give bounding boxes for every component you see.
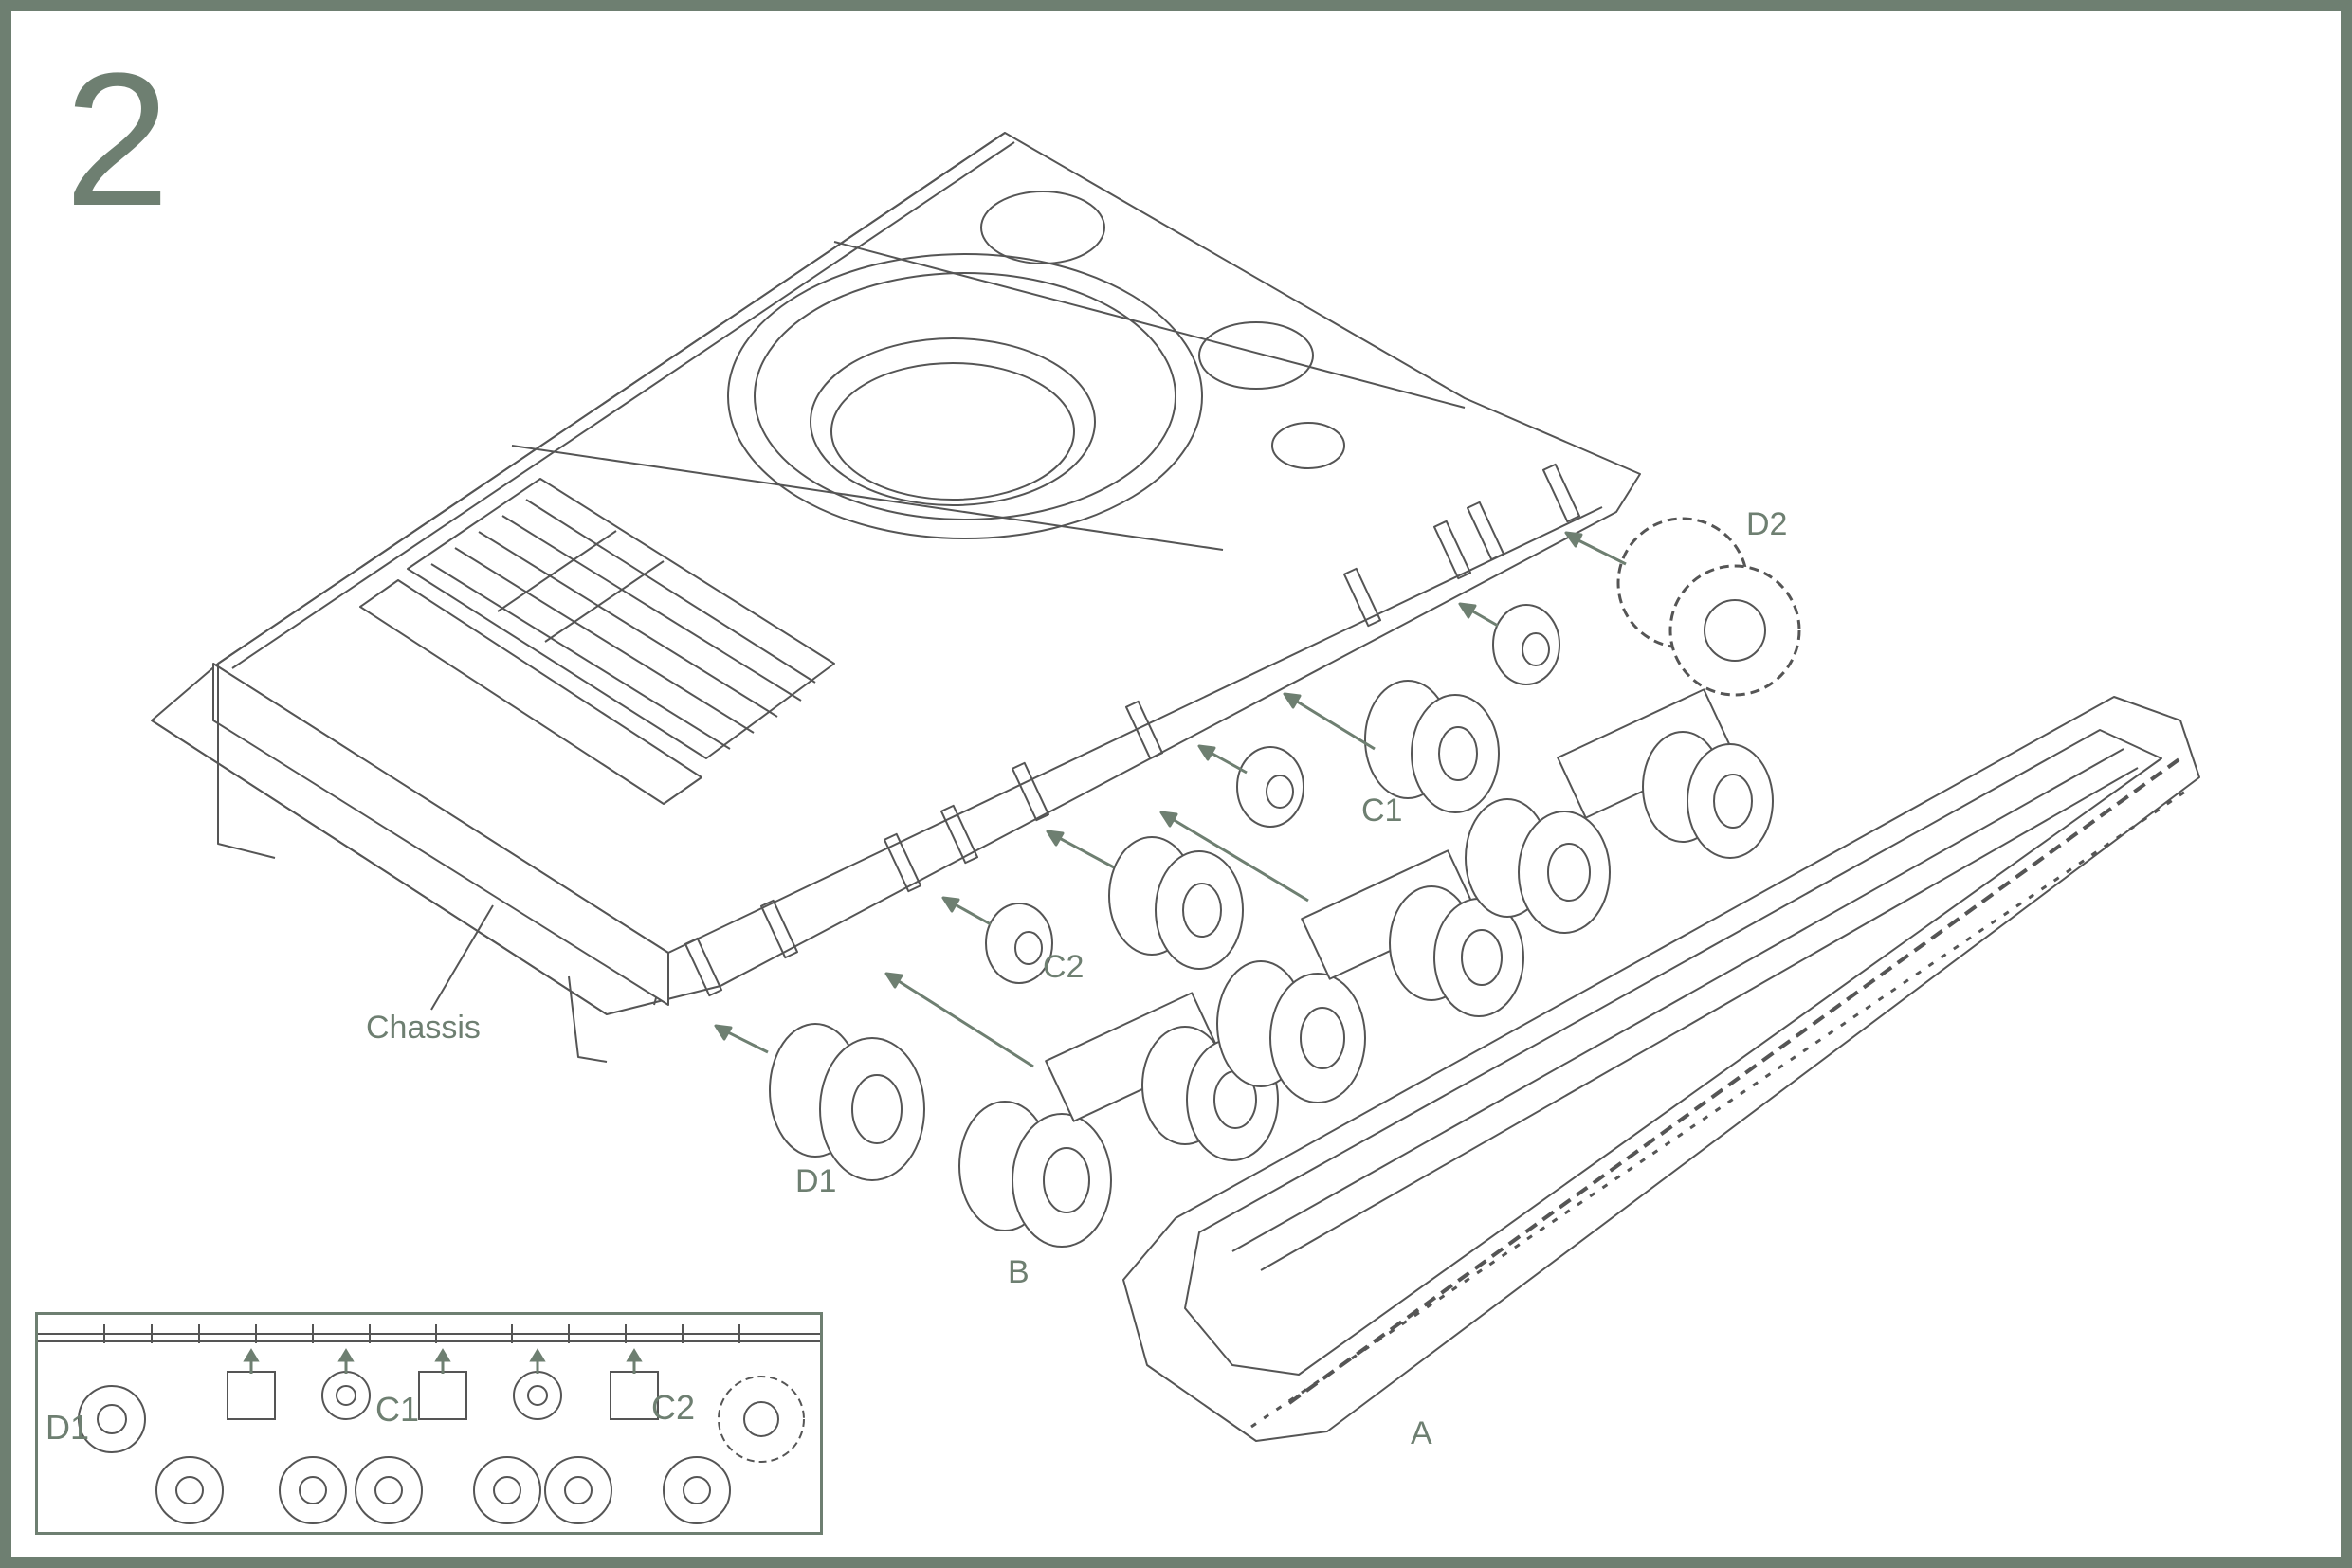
bogie-assembly-middle	[1216, 849, 1524, 1103]
inset-drawing	[38, 1324, 820, 1524]
return-rollers	[985, 604, 1560, 984]
label-c1: C1	[1361, 793, 1403, 829]
bogie-assembly-rear	[958, 992, 1279, 1248]
track-a	[1122, 696, 2200, 1442]
inset-label-d1: D1	[46, 1408, 90, 1447]
assembly-arrows	[714, 531, 1627, 1068]
label-c2: C2	[1043, 949, 1085, 985]
chassis-leader-line	[430, 904, 494, 1011]
step-number: 2	[64, 34, 171, 246]
label-d1: D1	[795, 1163, 837, 1199]
detail-inset: D1 C1 C2	[35, 1312, 823, 1535]
inset-label-c2: C2	[651, 1388, 696, 1427]
inset-label-c1: C1	[375, 1390, 420, 1429]
label-d2: D2	[1746, 506, 1788, 542]
part-d1-idler	[769, 1023, 925, 1181]
part-d2-sprocket	[1616, 517, 1801, 697]
label-chassis: Chassis	[366, 1010, 481, 1046]
label-b: B	[1008, 1254, 1030, 1290]
chassis-hull	[151, 132, 1641, 1063]
bogie-assembly-front	[1465, 688, 1774, 934]
label-a: A	[1411, 1415, 1432, 1451]
